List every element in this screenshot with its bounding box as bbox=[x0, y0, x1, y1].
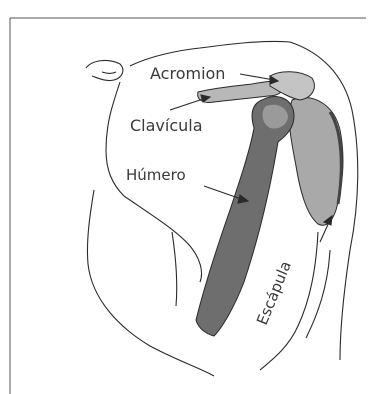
label-escapula: Escápula bbox=[253, 259, 295, 328]
acromion-bone bbox=[270, 72, 314, 100]
label-acromion: Acromion bbox=[150, 64, 225, 83]
label-humero: Húmero bbox=[126, 166, 186, 184]
scapula-bone bbox=[289, 98, 343, 226]
label-clavicula: Clavícula bbox=[130, 116, 203, 135]
